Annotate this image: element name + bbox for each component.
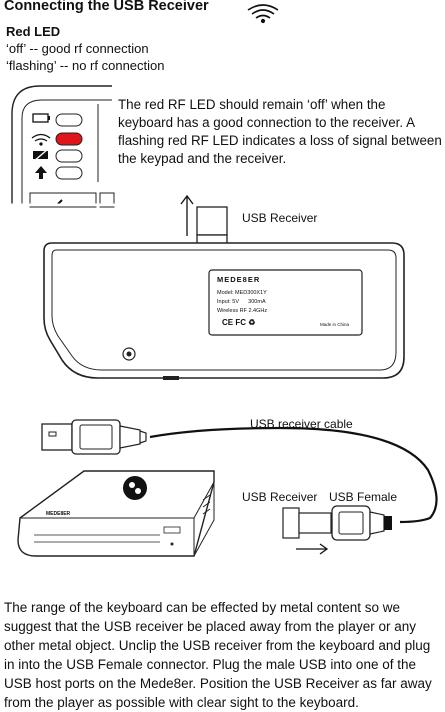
- device-brand: MEDE8ER: [217, 275, 261, 284]
- device-input: Input: 5V 300mA: [217, 299, 266, 305]
- battery-icon: [32, 113, 50, 123]
- usb-receiver-top: [196, 206, 228, 245]
- player-brand: MEDE8ER: [46, 511, 71, 517]
- rf-led-note: The red RF LED should remain ‘off’ when …: [118, 97, 442, 166]
- led-indicator-1: [55, 113, 83, 127]
- device-model: Model: MED300X1Y: [217, 290, 267, 296]
- up-arrow-icon: [180, 194, 194, 236]
- device-origin: Made in China: [320, 322, 350, 327]
- page-title: Connecting the USB Receiver: [4, 0, 209, 14]
- keyboard-back-device: [43, 242, 405, 380]
- led-heading: Red LED: [6, 24, 61, 39]
- certification-marks: CE FC ♻: [222, 318, 256, 327]
- instructions-paragraph: The range of the keyboard can be effecte…: [4, 600, 432, 710]
- mute-icon: [32, 148, 49, 163]
- usb-female-label: USB Female: [329, 490, 398, 504]
- rf-led-red: [55, 132, 83, 146]
- media-player: [17, 470, 215, 557]
- led-indicator-3: [55, 149, 83, 163]
- usb-male-plug: [41, 419, 147, 455]
- right-arrow-icon: [296, 543, 329, 555]
- wifi-icon: [31, 133, 51, 146]
- usb-cable-label: USB receiver cable: [250, 417, 353, 431]
- keyboard-corner: [0, 85, 115, 208]
- illustration-layer: [0, 4, 438, 557]
- led-flashing-description: ‘flashing’ -- no rf connection: [6, 58, 165, 73]
- device-wireless: Wireless RF 2.4GHz: [217, 308, 268, 314]
- usb-female-connector: [282, 505, 392, 541]
- wifi-icon: [247, 4, 279, 24]
- led-indicator-4: [55, 166, 83, 180]
- usb-cable: [149, 426, 438, 524]
- led-off-description: ‘off’ -- good rf connection: [6, 41, 149, 56]
- usb-receiver-label: USB Receiver: [242, 211, 318, 225]
- shift-arrow-icon: [35, 166, 47, 179]
- usb-receiver-label-2: USB Receiver: [242, 490, 318, 504]
